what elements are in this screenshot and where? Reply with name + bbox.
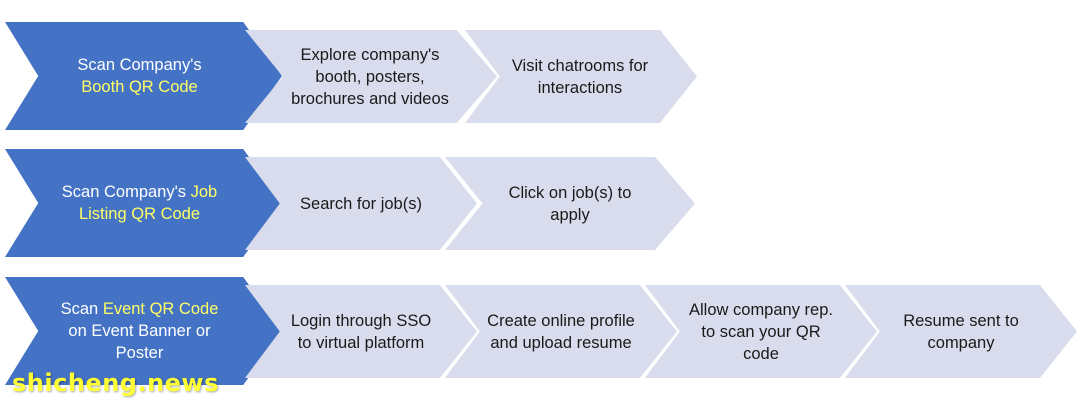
row2-step1-chevron: Search for job(s) — [245, 157, 477, 250]
row2-main-text-a: Scan Company's — [61, 183, 191, 201]
row3-main-chevron: Scan Event QR Code on Event Banner or Po… — [5, 277, 282, 385]
row2-main-highlight-b: Listing QR Code — [78, 205, 201, 223]
row1-main-text-a: Scan Company's — [77, 56, 202, 74]
row3-step1-text: Login through SSO to virtual platform — [290, 311, 432, 352]
row2-step1-text: Search for job(s) — [300, 194, 422, 213]
row3-main-text-a: Scan — [60, 300, 103, 318]
row3-step1-chevron: Login through SSO to virtual platform — [245, 285, 477, 378]
row1-step2-text: Visit chatrooms for interactions — [511, 56, 649, 97]
row2-main-highlight-a: Job — [190, 183, 218, 201]
row2-step2-text: Click on job(s) to apply — [508, 183, 632, 224]
row3-step2-text: Create online profile and upload resume — [487, 311, 635, 352]
row2-step2-chevron: Click on job(s) to apply — [445, 157, 695, 250]
row3-step4-text: Resume sent to company — [903, 311, 1019, 352]
row3-step3-text: Allow company rep. to scan your QR code — [689, 300, 833, 363]
row2-main-chevron: Scan Company's Job Listing QR Code — [5, 149, 282, 257]
row3-step3-chevron: Allow company rep. to scan your QR code — [645, 285, 877, 378]
row3-main-text-b: on Event Banner or — [68, 322, 211, 340]
row1-step1-chevron: Explore company's booth, posters, brochu… — [245, 30, 497, 123]
row1-step2-chevron: Visit chatrooms for interactions — [465, 30, 697, 123]
row1-main-highlight: Booth QR Code — [81, 78, 198, 96]
row3-main-text-c: Poster — [115, 344, 164, 362]
row3-step2-chevron: Create online profile and upload resume — [445, 285, 677, 378]
row3-step4-chevron: Resume sent to company — [845, 285, 1077, 378]
row3-main-highlight: Event QR Code — [102, 300, 219, 318]
watermark-text: shicheng.news — [12, 369, 219, 397]
row1-main-chevron: Scan Company's Booth QR Code — [5, 22, 282, 130]
row1-step1-text: Explore company's booth, posters, brochu… — [291, 45, 449, 108]
